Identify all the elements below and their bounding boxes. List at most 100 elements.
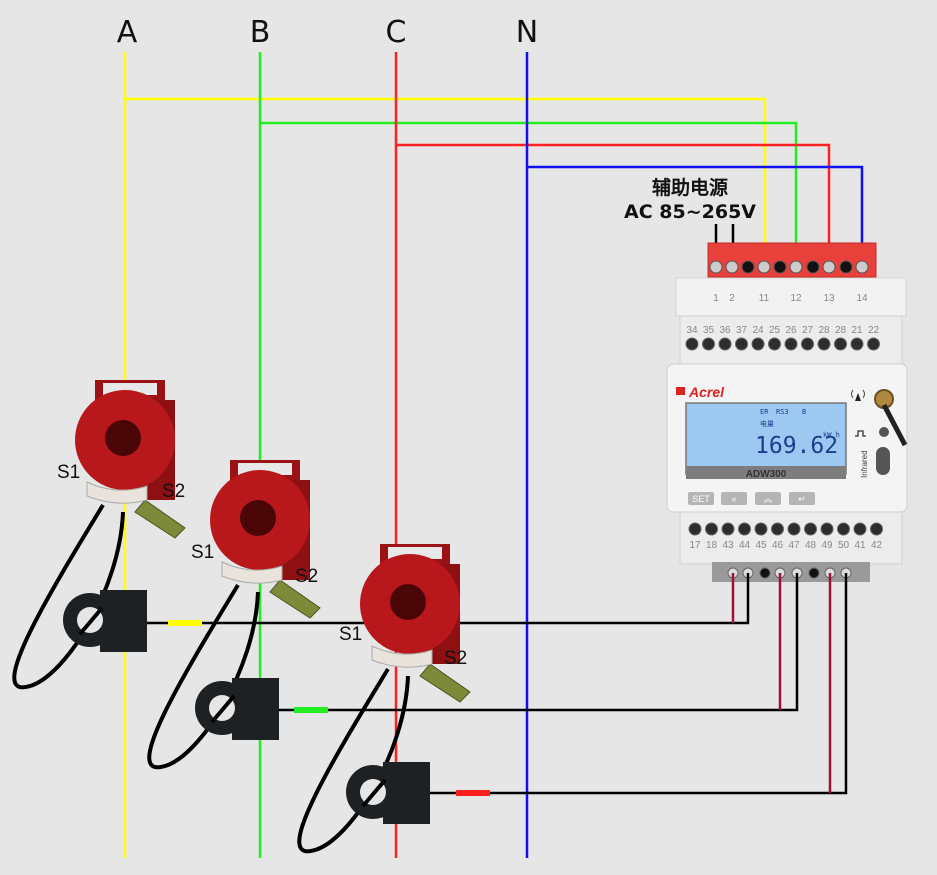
terminal-num: 36 <box>719 325 731 336</box>
phase-c-marker <box>456 790 490 796</box>
ct-b-s2-wire <box>273 573 799 712</box>
terminal-screw[interactable] <box>817 337 831 351</box>
terminal-num: 34 <box>686 325 698 336</box>
terminal-screw[interactable] <box>768 337 781 351</box>
acrel-logo-icon <box>676 387 685 395</box>
terminal-screw[interactable] <box>702 337 715 351</box>
left-button[interactable] <box>721 492 747 505</box>
ct-terminal-cover <box>221 561 283 584</box>
ct-mounting-foot <box>419 663 471 703</box>
terminal-screw[interactable] <box>870 522 883 536</box>
terminal-num: 27 <box>802 325 814 336</box>
terminal-num: 25 <box>769 325 781 336</box>
terminal-num: 35 <box>703 325 715 336</box>
phase-c-line <box>394 52 831 858</box>
terminal-screw[interactable] <box>688 522 702 536</box>
ct-aperture <box>390 584 426 620</box>
terminal-num: 2 <box>729 293 735 304</box>
terminal-screw[interactable] <box>867 337 880 351</box>
terminal-screw[interactable] <box>738 522 751 536</box>
ct-terminal-cover <box>371 645 433 668</box>
antenna-icon <box>851 389 865 401</box>
terminal-screw[interactable] <box>784 337 798 351</box>
ct-mounting-foot <box>134 499 186 539</box>
terminal-screw[interactable] <box>685 337 699 351</box>
terminal-screw[interactable] <box>801 337 814 351</box>
terminal-screw[interactable] <box>855 260 869 274</box>
ct-mounting-foot <box>269 579 321 619</box>
lcd-reading: 169.62 <box>755 433 838 459</box>
phase-label-a: A <box>117 15 138 50</box>
set-button[interactable] <box>688 492 714 505</box>
terminal-screw[interactable] <box>789 260 803 274</box>
terminal-num: 1 <box>713 293 719 304</box>
pulse-led <box>879 427 889 437</box>
up-button[interactable] <box>755 492 781 505</box>
terminal-screw[interactable] <box>771 522 784 536</box>
brand-name: Acrel <box>688 384 725 400</box>
terminal-screw[interactable] <box>853 522 867 536</box>
terminal-screw[interactable] <box>705 522 718 536</box>
terminal-screw[interactable] <box>751 337 765 351</box>
terminal-screw[interactable] <box>735 337 748 351</box>
split-core-cable <box>210 694 236 724</box>
current-transformer-c <box>297 544 471 854</box>
terminal-num: 37 <box>736 325 748 336</box>
ct-b-s2-label: S2 <box>295 566 318 587</box>
terminal-num: 14 <box>856 293 868 304</box>
terminal-screw[interactable] <box>834 337 847 351</box>
terminal-num: 41 <box>854 540 866 551</box>
phase-a-marker <box>168 620 202 626</box>
current-transformer-a <box>12 380 186 690</box>
terminal-num: 46 <box>772 540 784 551</box>
terminal-screw[interactable] <box>837 522 850 536</box>
terminal-num: 48 <box>805 540 817 551</box>
set-button-label: SET <box>692 494 710 504</box>
ct-b-s1-label: S1 <box>191 542 214 563</box>
ct-secondary-cable <box>147 583 260 770</box>
terminal-num: 13 <box>823 293 835 304</box>
terminal-num: 21 <box>851 325 863 336</box>
terminal-hole[interactable] <box>806 260 820 274</box>
terminal-screw[interactable] <box>709 260 723 274</box>
terminal-num: 43 <box>722 540 734 551</box>
ct-a-s2-label: S2 <box>162 481 185 502</box>
terminal-num: 22 <box>868 325 880 336</box>
split-core-ct-b <box>195 678 279 740</box>
terminal-screw[interactable] <box>850 337 864 351</box>
neutral-line <box>525 52 864 858</box>
split-core-ct-c <box>346 762 430 824</box>
terminal-num: 28 <box>818 325 830 336</box>
terminal-num: 49 <box>821 540 833 551</box>
infrared-label: Infrared <box>860 450 869 478</box>
terminal-num: 42 <box>871 540 883 551</box>
terminal-screw[interactable] <box>822 260 836 274</box>
terminal-hole[interactable] <box>773 260 787 274</box>
enter-button-label: ↵ <box>798 494 806 504</box>
ct-terminal-cover <box>86 481 148 504</box>
aux-power-range: AC 85~265V <box>624 201 756 223</box>
phase-label-n: N <box>516 15 538 50</box>
terminal-num: 47 <box>788 540 800 551</box>
connector-hole[interactable] <box>759 567 771 579</box>
terminal-screw[interactable] <box>757 260 771 274</box>
terminal-screw[interactable] <box>820 522 834 536</box>
terminal-hole[interactable] <box>741 260 755 274</box>
terminal-screw[interactable] <box>725 260 739 274</box>
terminal-screw[interactable] <box>787 522 801 536</box>
ct-a-s1-label: S1 <box>57 462 80 483</box>
lcd-screen <box>685 402 847 475</box>
model-bar <box>686 466 846 479</box>
lcd-header-3: B <box>802 408 806 416</box>
terminal-screw[interactable] <box>754 522 768 536</box>
split-core-cable <box>78 606 104 636</box>
current-transformer-b <box>147 460 321 770</box>
lcd-sub: 电量 <box>760 419 774 428</box>
terminal-screw[interactable] <box>804 522 817 536</box>
enter-button[interactable] <box>789 492 815 505</box>
connector-hole[interactable] <box>808 567 820 579</box>
terminal-screw[interactable] <box>721 522 735 536</box>
terminal-screw[interactable] <box>718 337 732 351</box>
terminal-hole[interactable] <box>839 260 853 274</box>
